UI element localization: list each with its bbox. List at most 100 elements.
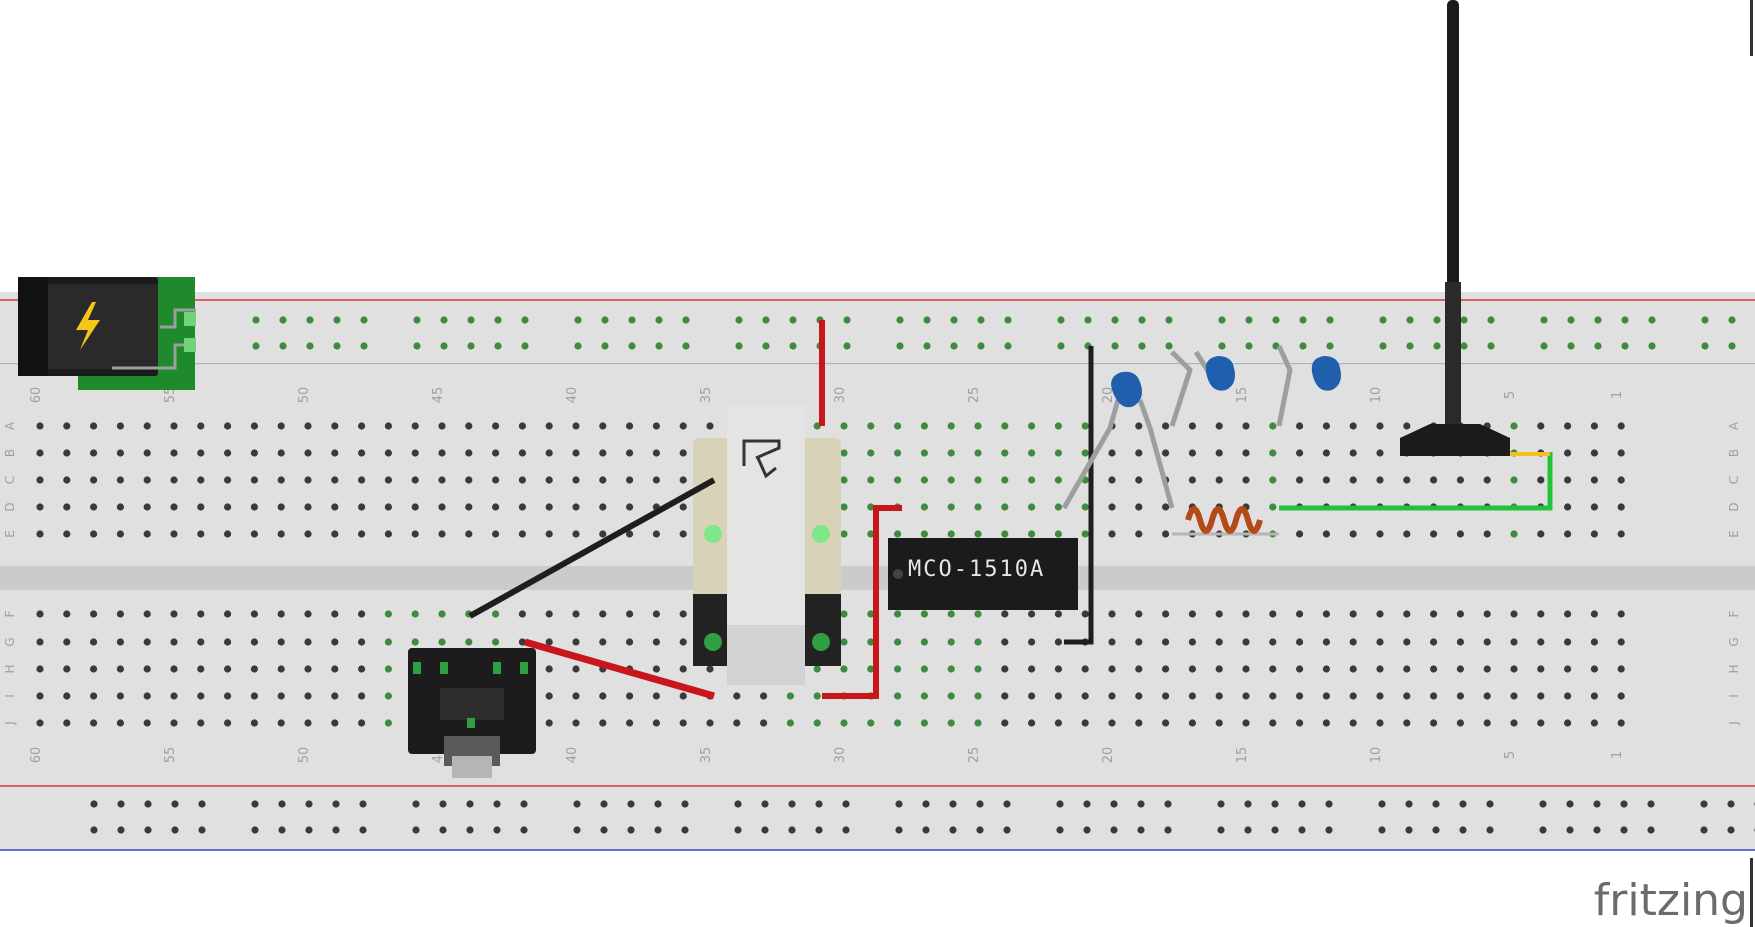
row-label: J [3, 721, 17, 726]
hole [1242, 638, 1250, 646]
audio-jack[interactable] [408, 648, 536, 778]
rail-hole [976, 800, 984, 808]
wire-red-diagonal[interactable] [524, 638, 715, 700]
column-label: 55 [163, 747, 178, 764]
hole [1617, 692, 1625, 700]
hole [920, 610, 929, 618]
hole [411, 449, 419, 457]
hole [1054, 610, 1062, 618]
hole [1001, 638, 1009, 646]
antenna[interactable] [1400, 0, 1510, 456]
hole [1456, 610, 1464, 618]
rail-hole [1621, 342, 1629, 350]
hole [90, 610, 98, 618]
capacitor-3[interactable] [1276, 344, 1341, 427]
rail-hole [440, 342, 448, 350]
rail-hole [1433, 316, 1441, 324]
row-label: G [1727, 637, 1741, 646]
hole [947, 610, 955, 618]
rail-hole [1486, 826, 1494, 834]
hole [1001, 449, 1009, 457]
column-label: 15 [1235, 747, 1250, 764]
rail-hole [1244, 826, 1252, 834]
hole [626, 422, 634, 430]
rail-hole [1700, 826, 1708, 834]
hole [1456, 638, 1464, 646]
rail-hole [1218, 342, 1226, 350]
rail-hole [1164, 826, 1172, 834]
hole [277, 638, 285, 646]
rail-hole [1648, 342, 1656, 350]
hole [36, 530, 44, 538]
hole [411, 610, 419, 618]
rail-hole [1539, 800, 1547, 808]
brand-logo: fritzing [1594, 875, 1748, 926]
wire-black-vertical[interactable] [1064, 346, 1094, 645]
hole [974, 638, 982, 646]
hole [1322, 610, 1330, 618]
wire-black-diagonal[interactable] [468, 477, 716, 619]
hole [572, 449, 580, 457]
hole [438, 638, 446, 646]
hole [1081, 530, 1089, 538]
hole [1590, 530, 1598, 538]
wire-green[interactable] [1279, 452, 1553, 511]
hole [1054, 422, 1062, 430]
rail-hole [252, 342, 260, 350]
rail-hole [1245, 342, 1253, 350]
bottom-power-rail [0, 776, 1755, 850]
wire-red-step[interactable] [822, 505, 902, 699]
hole [1296, 476, 1304, 484]
hole [1537, 476, 1545, 484]
hole [465, 638, 473, 646]
hole [1108, 503, 1116, 511]
hole [1188, 692, 1196, 700]
hole [1215, 422, 1223, 430]
hole [760, 692, 768, 700]
capacitor-1[interactable] [1061, 371, 1175, 510]
hole [143, 638, 151, 646]
rail-hole [681, 800, 689, 808]
hole [545, 422, 553, 430]
hole [1001, 692, 1009, 700]
rail-hole [789, 342, 797, 350]
hole [894, 665, 902, 673]
oscillator-ic[interactable]: MCO-1510A [888, 538, 1078, 610]
hole [411, 638, 419, 646]
hole [304, 530, 312, 538]
rail-hole [252, 316, 260, 324]
hole [116, 422, 124, 430]
hole [116, 665, 124, 673]
hole [1456, 530, 1464, 538]
hole [465, 503, 473, 511]
hole [599, 449, 607, 457]
relay[interactable] [693, 405, 841, 685]
hole [518, 476, 527, 484]
hole [1162, 503, 1170, 511]
hole [599, 530, 607, 538]
rail-hole [1620, 826, 1628, 834]
rail-hole [198, 826, 206, 834]
rail-hole [1084, 316, 1092, 324]
hole [626, 719, 634, 727]
hole [36, 449, 44, 457]
hole [358, 638, 366, 646]
hole [920, 449, 929, 457]
rail-hole [976, 826, 984, 834]
rail-hole [977, 342, 985, 350]
hole [867, 610, 875, 618]
hole [1269, 503, 1277, 511]
capacitor-2[interactable] [1169, 350, 1235, 427]
hole [599, 719, 607, 727]
hole [1617, 503, 1625, 511]
rail-hole [1218, 316, 1226, 324]
hole [116, 638, 124, 646]
hole [1215, 719, 1223, 727]
rail-hole [627, 800, 635, 808]
power-jack[interactable] [18, 277, 196, 390]
hole [1590, 719, 1598, 727]
hole [733, 692, 741, 700]
hole [1510, 692, 1518, 700]
inductor-coil[interactable] [1172, 506, 1279, 536]
hole [1617, 610, 1625, 618]
